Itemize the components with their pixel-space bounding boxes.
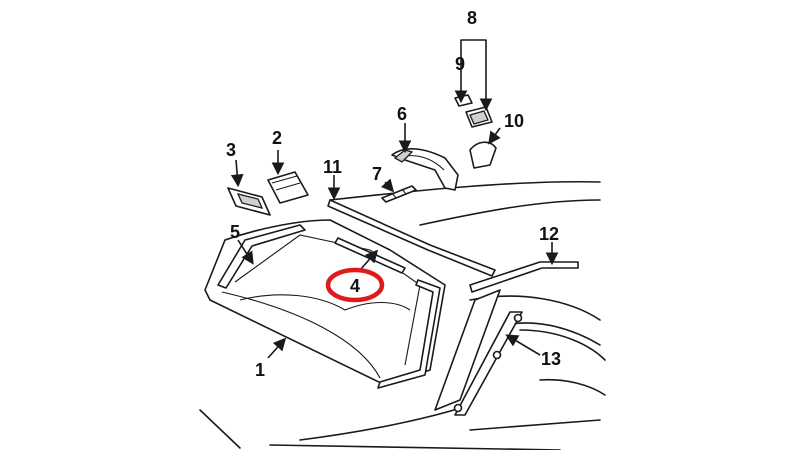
rear-view-mirror [391, 148, 459, 191]
sensor-pad [454, 94, 473, 107]
roof-strip [327, 199, 496, 277]
callout-10: 10 [504, 111, 524, 131]
callout-12: 12 [539, 224, 559, 244]
callout-7: 7 [372, 164, 382, 184]
highlight-circle [325, 267, 385, 303]
callout-11: 11 [323, 157, 342, 177]
roof-rail [469, 261, 579, 293]
callout-6: 6 [397, 104, 407, 124]
callout-2: 2 [272, 128, 282, 148]
callout-13: 13 [541, 349, 561, 369]
visor-clip [267, 171, 309, 204]
callout-5: 5 [230, 222, 240, 242]
callouts: 1 2 3 4 5 6 7 8 9 10 11 12 13 [226, 8, 561, 380]
callout-4: 4 [350, 276, 360, 296]
a-pillar-trim [434, 289, 501, 411]
callout-9: 9 [455, 54, 465, 74]
left-molding [217, 224, 306, 289]
callout-1: 1 [255, 360, 265, 380]
leader-lines [230, 39, 559, 359]
callout-3: 3 [226, 140, 236, 160]
mirror-bracket [381, 185, 417, 203]
bracket [227, 187, 271, 216]
right-molding [377, 279, 441, 389]
sensor-assembly [454, 94, 497, 169]
callout-8: 8 [467, 8, 477, 28]
sensor-cover [469, 141, 497, 169]
